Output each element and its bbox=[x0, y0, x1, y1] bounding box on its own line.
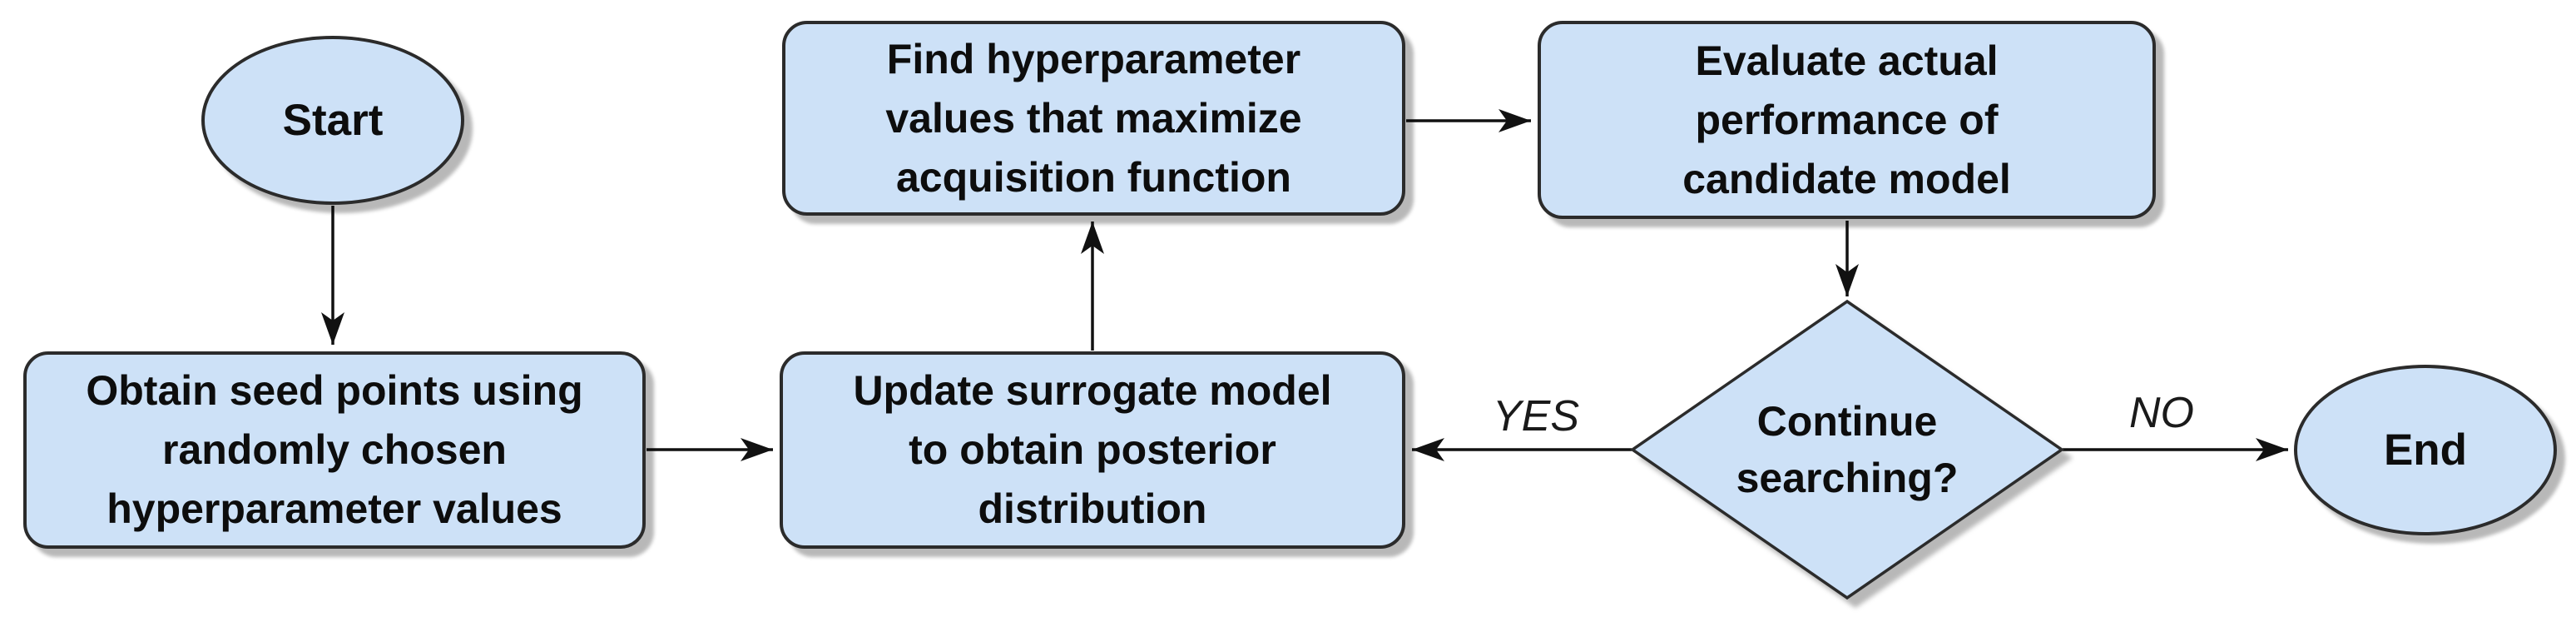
node-continue-searching-label: Continue searching? bbox=[1736, 398, 1959, 501]
node-evaluate-performance: Evaluate actual performance of candidate… bbox=[1538, 21, 2156, 219]
node-find-hyperparameter-label: Find hyperparameter values that maximize… bbox=[885, 35, 1302, 201]
node-evaluate-performance-label: Evaluate actual performance of candidate… bbox=[1682, 37, 2011, 202]
node-obtain-seed-points-label: Obtain seed points using randomly chosen… bbox=[86, 367, 583, 532]
node-end-label: End bbox=[2383, 425, 2468, 475]
node-end: End bbox=[2294, 365, 2557, 535]
edge-label-no: NO bbox=[2129, 389, 2194, 437]
node-start-label: Start bbox=[282, 96, 384, 145]
node-update-surrogate-label: Update surrogate model to obtain posteri… bbox=[853, 367, 1332, 532]
node-find-hyperparameter: Find hyperparameter values that maximize… bbox=[782, 21, 1405, 216]
edge-label-yes: YES bbox=[1492, 392, 1580, 440]
node-obtain-seed-points: Obtain seed points using randomly chosen… bbox=[23, 351, 646, 549]
node-update-surrogate: Update surrogate model to obtain posteri… bbox=[780, 351, 1405, 549]
node-start: Start bbox=[201, 36, 464, 205]
decision-diamond-continue-searching bbox=[1629, 299, 2065, 600]
